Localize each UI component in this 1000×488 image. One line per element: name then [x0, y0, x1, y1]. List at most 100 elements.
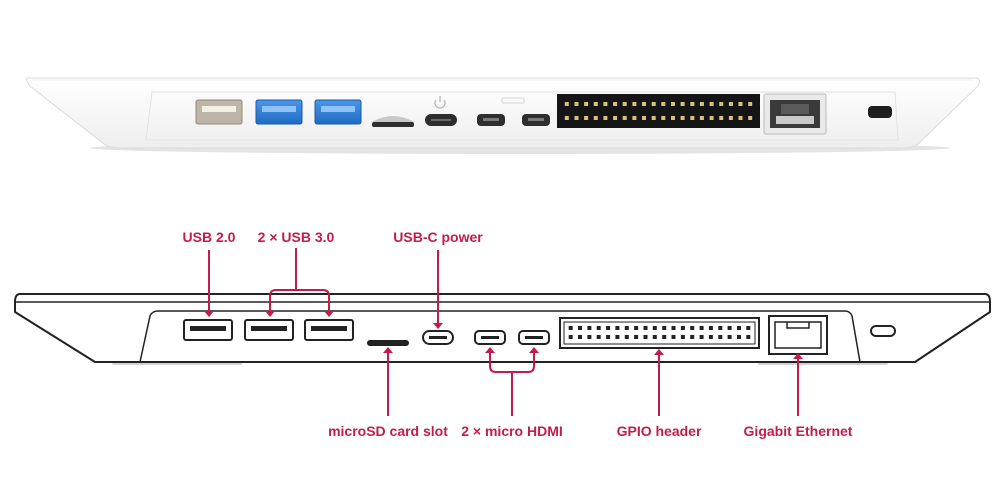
ethernet-jack-outline: [774, 321, 822, 349]
gpio-pin-outline: [652, 335, 657, 339]
label-gpio-header: GPIO header: [617, 423, 702, 439]
gpio-pin: [719, 102, 724, 106]
gpio-pin-outline: [606, 326, 611, 330]
usb3-port-tongue: [262, 106, 296, 112]
device-photo: [25, 77, 980, 154]
gpio-pin-outline: [578, 335, 582, 339]
power-icon: [434, 96, 446, 109]
callout-leaders: [204, 248, 803, 416]
gpio-pin-outline: [643, 326, 648, 330]
gpio-pin-outline: [662, 326, 667, 330]
gpio-pin: [613, 116, 618, 120]
gpio-pin: [699, 102, 704, 106]
gpio-pin: [699, 116, 704, 120]
gpio-pin: [680, 102, 685, 106]
gpio-pin-outline: [568, 335, 573, 339]
ethernet-arrowhead: [793, 353, 803, 359]
gpio-pin: [632, 116, 637, 120]
hdmi-arrowhead-left: [485, 347, 495, 353]
gpio-pin: [632, 102, 637, 106]
gpio-pin: [622, 116, 627, 120]
gpio-pin: [671, 116, 675, 120]
gpio-pin: [690, 102, 695, 106]
gpio-pin-outline: [578, 326, 582, 330]
label-usbc-power: USB-C power: [393, 229, 483, 245]
gpio-pin-outline: [662, 335, 667, 339]
gpio-pin-outline: [680, 335, 685, 339]
label-microsd: microSD card slot: [328, 423, 448, 439]
gpio-pin-outline: [708, 326, 713, 330]
gpio-pin: [651, 102, 656, 106]
gpio-pin: [719, 116, 724, 120]
gpio-pin: [574, 116, 579, 120]
gpio-pin-outline: [737, 326, 741, 330]
gpio-pin-outline: [606, 335, 611, 339]
kensington-lock-icon: [868, 106, 892, 118]
gpio-pin: [603, 102, 608, 106]
gpio-pin-outline: [690, 335, 695, 339]
gpio-pin-outline: [587, 335, 592, 339]
gpio-pin: [738, 102, 743, 106]
gpio-pin-outline: [699, 326, 704, 330]
gpio-pin: [661, 116, 666, 120]
gpio-header-inner: [563, 321, 756, 345]
gpio-pin: [651, 116, 656, 120]
usb3-port-tongue-outline: [251, 326, 287, 331]
gpio-pin-outline: [624, 335, 629, 339]
gpio-pin-outline: [596, 326, 601, 330]
gpio-pins: [564, 102, 753, 120]
micro-hdmi-port-tongue-outline: [481, 336, 499, 339]
gpio-pin: [593, 116, 598, 120]
microsd-bezel: [372, 116, 414, 122]
gpio-pin-outline: [652, 326, 657, 330]
gpio-pin-outline: [699, 335, 704, 339]
gpio-pin-outline: [737, 335, 741, 339]
gpio-pin: [622, 102, 627, 106]
device-line-drawing: [14, 293, 991, 365]
gpio-pin-outline: [718, 326, 723, 330]
gpio-header-outline: [559, 317, 760, 349]
gpio-pin-outline: [708, 335, 713, 339]
gpio-pin-outline: [746, 335, 751, 339]
gpio-pin-outline: [568, 326, 573, 330]
ethernet-jack-contacts: [776, 116, 814, 124]
gpio-pin: [728, 116, 733, 120]
gpio-pin-outline: [615, 335, 620, 339]
gpio-pin-outline: [746, 326, 751, 330]
device-body: [25, 77, 980, 149]
gpio-pin-outline: [615, 326, 620, 330]
hdmi-leader: [489, 350, 535, 416]
gpio-arrowhead: [654, 349, 664, 355]
gpio-pin: [564, 116, 569, 120]
label-gigabit-ethernet: Gigabit Ethernet: [744, 423, 853, 439]
usb3-port-tongue: [321, 106, 355, 112]
gpio-pin: [603, 116, 608, 120]
usbc-arrowhead: [433, 323, 443, 329]
gpio-pins-outline: [568, 326, 751, 339]
gpio-pin-outline: [727, 335, 732, 339]
gpio-pin: [748, 102, 753, 106]
gpio-pin-outline: [587, 326, 592, 330]
hdmi-logo: [501, 97, 525, 104]
usb3-port-tongue-outline: [311, 326, 347, 331]
usb3-arrowhead-right: [324, 311, 334, 317]
hdmi-arrowhead-right: [529, 347, 539, 353]
micro-hdmi-port-tongue: [483, 118, 499, 121]
gpio-pin-outline: [671, 335, 676, 339]
micro-hdmi-port-tongue-outline: [525, 336, 543, 339]
gpio-pin: [613, 102, 618, 106]
gpio-pin-outline: [690, 326, 695, 330]
label-usb2: USB 2.0: [183, 229, 236, 245]
device-outline: [14, 293, 991, 363]
gpio-pin: [738, 116, 743, 120]
port-panel-outline: [139, 310, 861, 363]
gpio-pin: [709, 116, 714, 120]
gpio-pin-outline: [718, 335, 723, 339]
gpio-pin: [584, 116, 589, 120]
gpio-pin-outline: [634, 335, 639, 339]
usb2-port-tongue-outline: [190, 326, 226, 331]
usbc-port-tongue: [431, 119, 451, 121]
micro-hdmi-port-tongue: [528, 118, 544, 121]
callout-labels: USB 2.0 2 × USB 3.0 USB-C power microSD …: [183, 229, 853, 439]
